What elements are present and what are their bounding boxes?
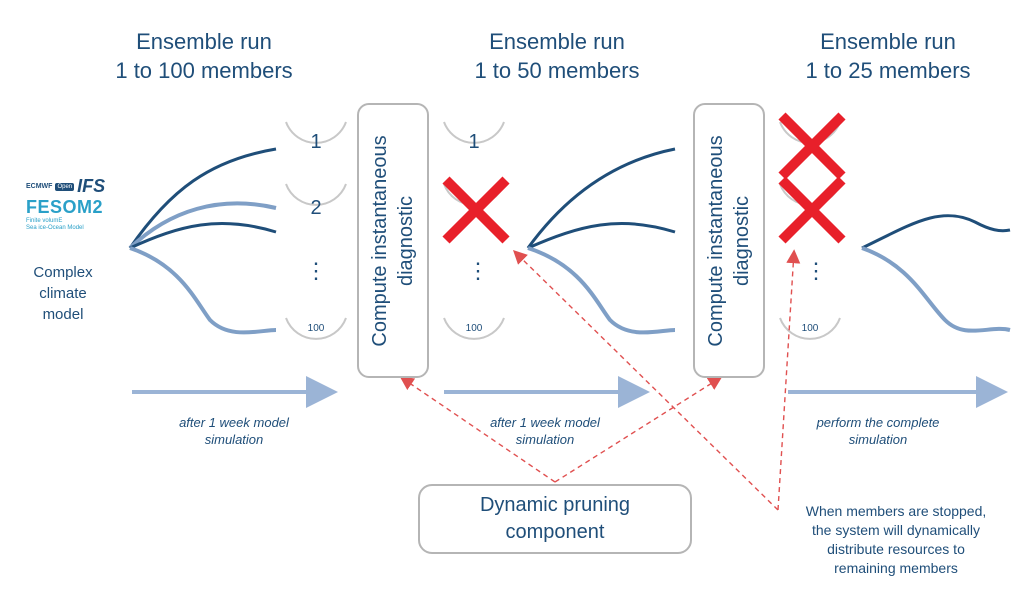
member-1-curve	[128, 147, 277, 249]
model-logos: ECMWF Open IFS FESOM2 Finite volumE Sea …	[26, 176, 105, 232]
diagnostic-line2-box2: diagnostic	[731, 195, 753, 286]
diagnostic-box-1-text: Compute instantaneous diagnostic	[367, 135, 419, 346]
fesom-logo: FESOM2	[26, 197, 104, 217]
member-100-curve-stage2	[527, 246, 676, 335]
member-3-curve-stage3	[861, 214, 1011, 250]
member-100-circle-stage3	[779, 317, 841, 340]
fesom-sub2: Sea ice-Ocean Model	[26, 225, 84, 231]
ecmwf-logo-text: ECMWF	[26, 183, 53, 190]
member-2-curve	[128, 201, 277, 250]
stage3-title-line2: 1 to 25 members	[805, 58, 971, 83]
diagnostic-line1-box2: Compute instantaneous	[705, 134, 727, 347]
stage2-caption: after 1 week model simulation	[445, 414, 645, 448]
member-100-circle-stage2	[443, 317, 505, 340]
member-100-label-stage3: 100	[801, 323, 819, 334]
model-line3: model	[42, 306, 84, 323]
open-logo-text: Open	[55, 182, 75, 191]
stage3-title: Ensemble run 1 to 25 members	[768, 27, 1008, 85]
member-1-circle	[285, 121, 347, 144]
member-2-label: 2	[310, 197, 322, 219]
note-to-stage3-arrow	[777, 249, 801, 511]
member-100-circle	[285, 317, 347, 340]
stage2-curves	[526, 147, 676, 335]
pruned-member-1-cross-stage3	[778, 112, 846, 180]
stage1-caption: after 1 week model simulation	[134, 414, 334, 448]
member-2-circle	[285, 183, 347, 206]
stage1-curves	[128, 147, 277, 335]
stage3-curves	[861, 214, 1011, 333]
stage2-caption-line2: simulation	[515, 432, 575, 447]
stage2-title-line2: 1 to 50 members	[474, 58, 640, 83]
fesom-sub1: Finite volumE	[26, 218, 63, 224]
pruned-member-2-cross	[442, 176, 510, 244]
diagnostic-line1: Compute instantaneous	[369, 134, 391, 347]
diagnostic-box-1: Compute instantaneous diagnostic	[357, 103, 429, 378]
note-to-stage2-arrow	[513, 250, 779, 511]
dynamic-pruning-box: Dynamic pruning component	[418, 484, 692, 554]
stage3-caption-line2: simulation	[848, 432, 908, 447]
stage1-member-circles	[285, 121, 347, 340]
member-dots-label-stage2: ⋮	[467, 258, 489, 283]
ifs-logo-text: IFS	[77, 176, 106, 196]
member-100-label-stage2: 100	[465, 323, 483, 334]
stage3-caption: perform the complete simulation	[778, 414, 978, 448]
member-3-curve	[129, 222, 277, 250]
stage1-caption-line1: after 1 week model	[179, 415, 289, 430]
member-100-curve	[129, 246, 277, 335]
stage3-title-line1: Ensemble run	[820, 29, 956, 54]
member-100-label: 100	[307, 323, 325, 334]
note-line3: distribute resources to	[827, 541, 965, 557]
stage2-caption-line1: after 1 week model	[490, 415, 600, 430]
stage1-caption-line2: simulation	[204, 432, 264, 447]
stage2-title-line1: Ensemble run	[489, 29, 625, 54]
diagnostic-box-2-text: Compute instantaneous diagnostic	[703, 135, 755, 346]
note-line1: When members are stopped,	[805, 503, 987, 519]
model-label: Complex climate model	[18, 262, 108, 325]
member-100-curve-stage3	[861, 246, 1011, 333]
diagnostic-line2: diagnostic	[395, 195, 417, 286]
stage3-caption-line1: perform the complete	[816, 415, 940, 430]
model-line2: climate	[39, 285, 87, 302]
member-dots-label: ⋮	[305, 258, 327, 283]
stage1-title-line1: Ensemble run	[136, 29, 272, 54]
pruned-member-2-cross-stage3	[778, 176, 846, 244]
openifs-logo: ECMWF Open IFS	[26, 176, 105, 197]
note-line2: the system will dynamically	[811, 522, 981, 538]
note-line4: remaining members	[834, 560, 958, 576]
member-1-curve-stage2	[526, 147, 676, 249]
pruning-line1: Dynamic pruning	[479, 494, 631, 516]
stage1-title-line2: 1 to 100 members	[115, 58, 293, 83]
pruning-to-diag1-arrow	[399, 376, 556, 483]
model-line1: Complex	[33, 264, 93, 281]
member-dots-label-stage3: ⋮	[805, 258, 827, 283]
member-3-curve-stage2	[527, 222, 676, 250]
resource-note: When members are stopped, the system wil…	[786, 502, 1006, 578]
pruning-to-diag2-arrow	[554, 376, 723, 483]
dashed-arrows	[399, 249, 801, 511]
member-1-label: 1	[310, 131, 322, 153]
stage1-title: Ensemble run 1 to 100 members	[84, 27, 324, 85]
pruning-line2: component	[505, 521, 605, 543]
member-1-label-stage2: 1	[468, 131, 480, 153]
member-1-circle-stage2	[443, 121, 505, 144]
diagnostic-box-2: Compute instantaneous diagnostic	[693, 103, 765, 378]
stage2-title: Ensemble run 1 to 50 members	[437, 27, 677, 85]
